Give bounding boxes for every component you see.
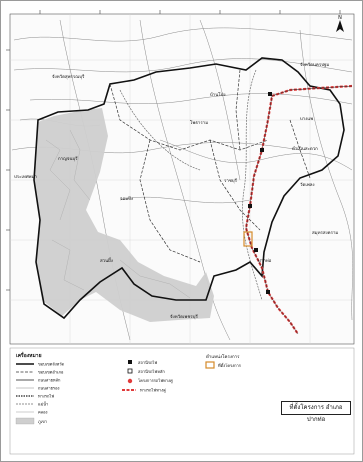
legend-station-icon: [128, 360, 132, 364]
label-chom-bueng: จอมบึง: [120, 196, 133, 202]
legend-item-6: คลอง: [38, 410, 48, 415]
legend-item-2: ถนนสายหลัก: [38, 378, 61, 383]
study-area-boundary: [33, 57, 345, 320]
map-caption: ที่ตั้งโครงการ อำเภอปากท่อ: [281, 401, 351, 423]
label-kanchanaburi: กาญจนบุรี: [58, 156, 78, 162]
label-suphanburi: จังหวัดสุพรรณบุรี: [52, 74, 85, 80]
label-nakhon-pathom: จังหวัดนครปฐม: [300, 62, 329, 68]
road-network: [11, 19, 353, 341]
legend-symbol-2: โครงการรถไฟทางคู่: [138, 378, 173, 384]
legend-project-icon: [205, 361, 215, 369]
label-pak-tho: ปากท่อ: [258, 258, 272, 264]
label-photharam: โพธาราม: [190, 119, 208, 126]
project-site-icon: [243, 231, 253, 247]
terrain-texture: [45, 129, 191, 299]
label-damnoen-saduak: ดำเนินสะดวก: [292, 146, 318, 152]
district-boundaries: [109, 69, 311, 263]
legend-main-station-icon: [127, 368, 133, 374]
mountain-terrain: [34, 108, 214, 322]
legend-project-desc: ที่ตั้งโครงการ: [218, 361, 242, 368]
label-samut-songkhram: สมุทรสงคราม: [312, 230, 338, 236]
legend-item-7: ภูเขา: [38, 419, 47, 425]
label-myanmar: ประเทศพม่า: [14, 174, 37, 180]
legend-swatch-mountain: [15, 417, 35, 425]
label-suan-phueng: สวนผึ้ง: [100, 257, 113, 264]
legend-item-3: ถนนสายรอง: [38, 386, 59, 391]
grid-ticks: [6, 10, 341, 291]
label-bang-phae: บางแพ: [300, 116, 313, 122]
legend-symbol-0: สถานีรถไฟ: [138, 360, 157, 365]
north-arrow-icon: N: [336, 15, 344, 32]
legend-title: เครื่องหมาย: [16, 351, 42, 359]
legend-project-dot-icon: [127, 378, 133, 384]
svg-text:N: N: [338, 15, 342, 21]
label-ratchaburi: ราชบุรี: [224, 178, 238, 184]
legend-project-title: ตำแหน่งโครงการ: [206, 353, 240, 360]
legend-item-5: แม่น้ำ: [38, 400, 48, 407]
label-phetchaburi: จังหวัดเพชรบุรี: [170, 314, 198, 320]
legend-symbol-1: สถานีรถไฟหลัก: [138, 369, 165, 374]
legend-item-1: ขอบเขตอำเภอ: [38, 370, 64, 375]
label-ban-pong: บ้านโป่ง: [210, 91, 226, 98]
legend-item-4: ทางรถไฟ: [38, 394, 54, 399]
label-wat-phleng: วัดเพลง: [300, 182, 315, 188]
legend-item-0: ขอบเขตจังหวัด: [38, 362, 65, 367]
station-markers: [248, 92, 272, 294]
legend-symbol-3: ทางรถไฟทางคู่: [140, 388, 166, 394]
